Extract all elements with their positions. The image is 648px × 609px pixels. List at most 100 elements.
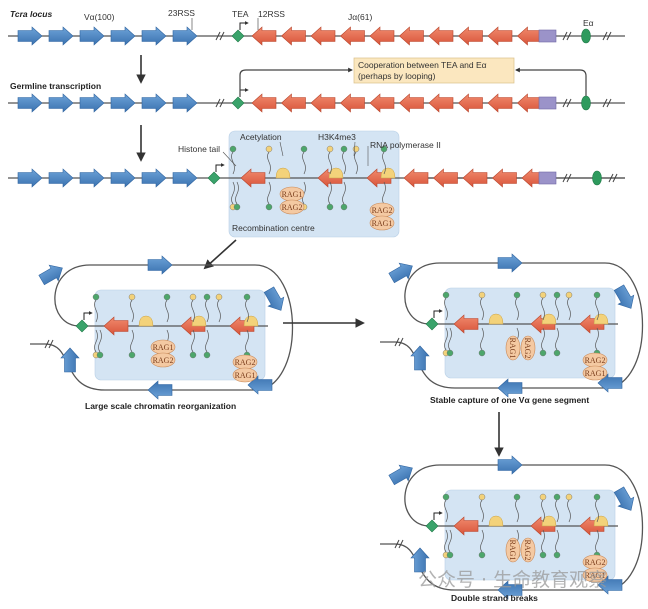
nucleosome [541,313,557,325]
rag-protein: RAG2 [150,352,176,368]
h3k4me3-mark [326,203,334,211]
histone-tail [567,499,571,523]
h3k4me3-mark [380,145,388,153]
j-segment-arrow [487,26,513,46]
break-mark [215,31,225,41]
v-segment-arrow [38,264,63,286]
histone-tail [541,529,545,553]
j-segment-arrow [251,26,277,46]
tea-label: TEA [232,9,249,19]
v-segment-arrow [110,93,136,113]
v-segment-arrow-shape [388,262,413,284]
j-segment-arrow [462,168,488,188]
v-segment-arrow-shape [147,380,173,400]
acetylation-mark [565,493,573,501]
histone-tail [245,299,249,323]
histone-tail [130,329,134,353]
h3k4me3-mark [163,293,171,301]
j-segment-arrow [517,26,542,46]
j-segment-arrow [240,168,266,188]
j-segment-arrow [453,314,479,334]
rag2-label: RAG2 [585,558,606,567]
histone-tail [444,327,448,351]
v-segment-arrow [497,253,523,273]
locus-label: Tcra locus [10,9,52,19]
rag-protein: RAG2 [520,335,536,361]
h3k4me3-mark [446,551,454,559]
rag-protein: RAG1 [369,215,395,231]
j-segment-arrow [453,516,479,536]
h3k4me3-mark [446,349,454,357]
histone-tail [444,529,448,553]
h3k4me3-mark [478,551,486,559]
v-segment-arrow [172,168,198,188]
h3k4me3-mark [203,351,211,359]
histone-tail [448,327,452,351]
rag2-label: RAG2 [523,540,532,561]
acetylation-mark [326,145,334,153]
h3k4me3-mark [539,349,547,357]
h3k4me3-mark [340,145,348,153]
rag1-label: RAG1 [585,369,606,378]
j-segment-arrow [403,168,429,188]
rag-ellipse [505,537,521,563]
acetylation-mark [478,493,486,501]
histone-tail [444,297,448,321]
h3k4me3-mark [265,203,273,211]
rna-polymerase-label: RNA polymerase II [370,140,441,150]
rag-protein: RAG1 [582,365,608,381]
rag2-label: RAG2 [523,338,532,359]
break-mark [608,173,618,183]
v-segment-arrow [410,345,430,371]
v-segment-arrow-shape [147,255,173,275]
histone-tail [342,151,346,175]
v-segment-arrow [613,486,635,511]
j-segment-arrow [428,26,454,46]
rag-ellipse [279,199,305,215]
v-segment-arrow [48,93,74,113]
histone-tail [267,151,271,175]
callout-box [353,57,515,84]
acetylation-mark [215,293,223,301]
v-segment-arrow-shape [410,345,430,371]
h3k4me3-mark [340,203,348,211]
j-segment-arrow [399,93,424,113]
j-segment-arrow [517,93,542,113]
tea-promoter-diamond [231,29,245,43]
histone-tail [245,329,249,353]
rag-ellipse [150,352,176,368]
caption-stable-capture: Stable capture of one Vα gene segment [430,395,589,405]
rag-ellipse [505,335,521,361]
recombination-centre-box [94,289,266,381]
v-segment-arrow [79,93,105,113]
rag-protein: RAG1 [505,537,521,563]
break-mark [562,31,572,41]
rag-ellipse [582,567,608,583]
histone-tail [555,297,559,321]
recombination-centre-box [444,287,616,379]
histone-tail [595,327,599,351]
acetylation-mark [565,291,573,299]
v-segment-arrow [60,347,80,373]
transcription-start-arrow [239,88,249,97]
rag2-label: RAG2 [153,356,174,365]
v-segment-arrow-shape [613,284,635,309]
nucleosome [488,515,504,527]
histone-tail [231,181,235,205]
h3k4me3-mark [539,551,547,559]
histone-tail [541,499,545,523]
h3k4me3-mark [593,493,601,501]
rag-protein: RAG2 [232,354,258,370]
j-segment-arrow [458,26,483,46]
nucleosome [488,313,504,325]
v-segment-arrow [110,168,136,188]
rag1-label: RAG1 [235,371,256,380]
v-segment-arrow-shape [388,464,413,486]
nucleosome [593,313,609,325]
v-segment-arrow [172,93,198,113]
acetylation-label: Acetylation [240,132,282,142]
histone-tail [480,297,484,321]
v-segment-arrow-shape [497,253,523,273]
v-segment-arrow [48,168,74,188]
j-segment-arrow [281,93,306,113]
